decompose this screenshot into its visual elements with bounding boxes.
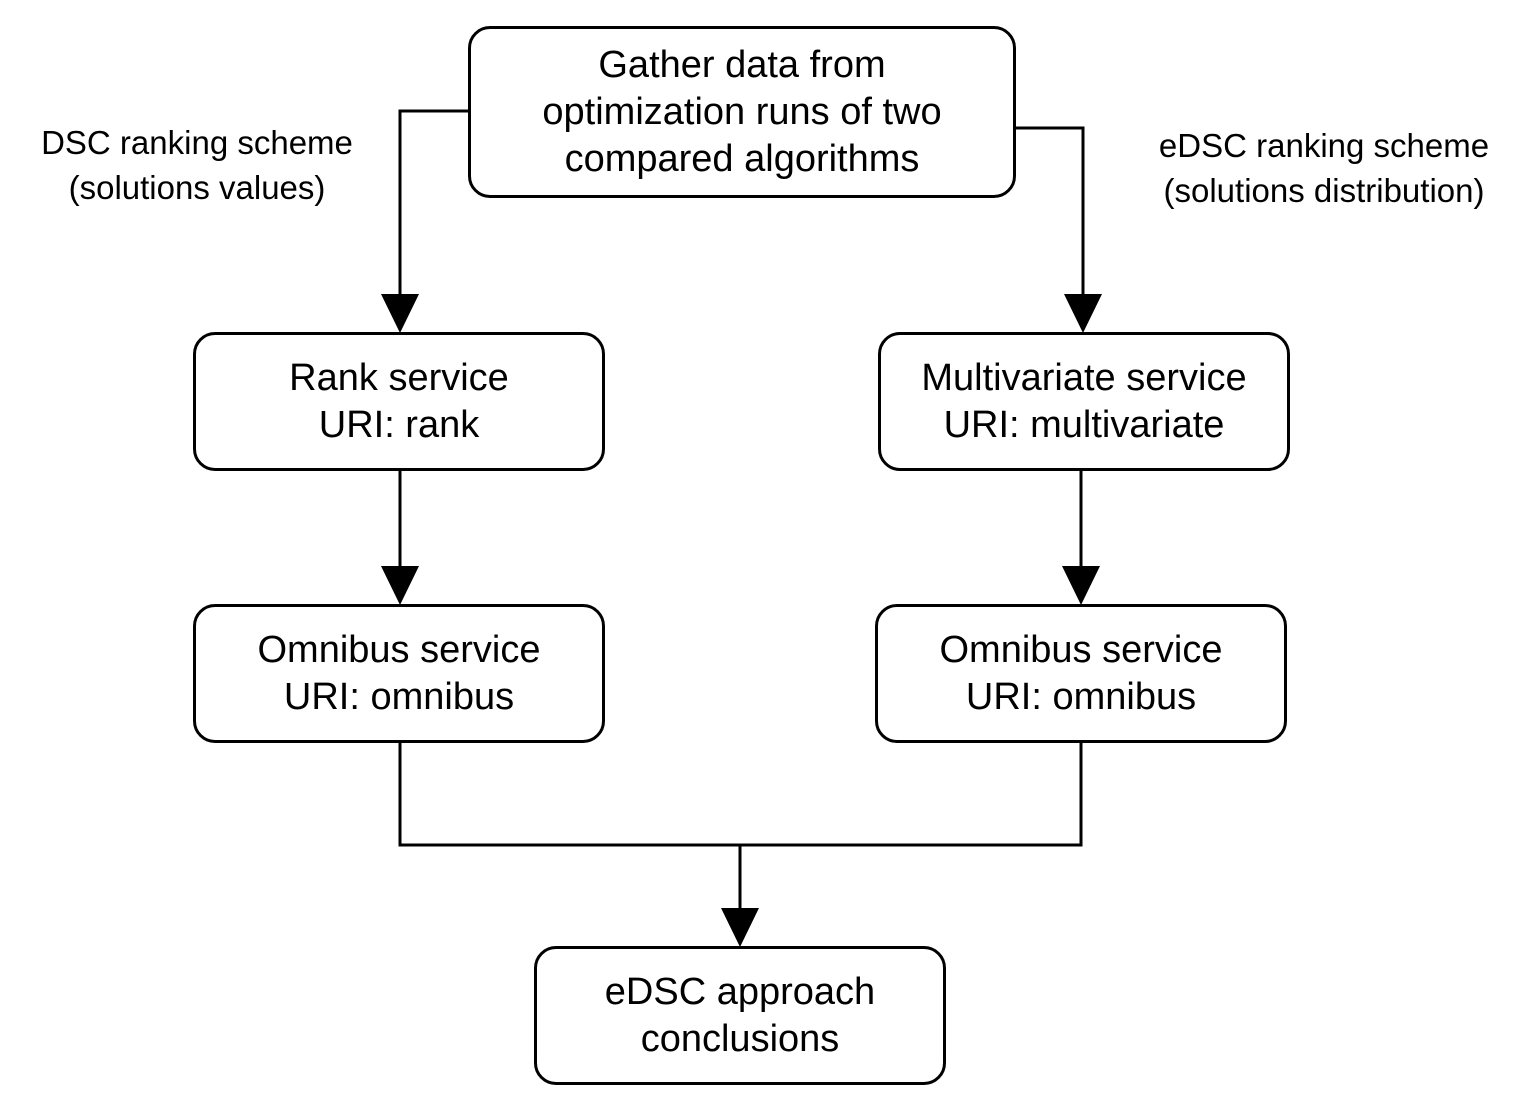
arrowhead-to-omnibus-left: [381, 566, 419, 605]
node-multivariate-service: Multivariate service URI: multivariate: [878, 332, 1290, 471]
arrowhead-to-omnibus-right: [1062, 566, 1100, 605]
node-text-line: URI: multivariate: [943, 403, 1225, 446]
arrowhead-to-rank: [381, 294, 419, 333]
arrowhead-to-multivariate: [1064, 294, 1102, 333]
edge-gather-to-multivariate: [1016, 126, 1085, 300]
edge-omnibus-left-to-merge: [398, 743, 740, 847]
edge-label-line: (solutions distribution): [1163, 172, 1485, 209]
node-text-line: URI: omnibus: [283, 675, 515, 718]
node-rank-service: Rank service URI: rank: [193, 332, 605, 471]
edge-label-edsc-ranking: eDSC ranking scheme (solutions distribut…: [1134, 123, 1514, 213]
node-text-line: Omnibus service: [939, 628, 1223, 671]
node-text-line: eDSC approach: [604, 970, 876, 1013]
node-text-line: Gather data from: [598, 43, 886, 86]
node-text-line: URI: rank: [318, 403, 480, 446]
edge-label-line: eDSC ranking scheme: [1158, 127, 1490, 164]
node-text-line: Multivariate service: [921, 356, 1247, 399]
node-text-line: optimization runs of two: [542, 90, 942, 133]
node-text-line: conclusions: [640, 1017, 840, 1060]
node-omnibus-service-left: Omnibus service URI: omnibus: [193, 604, 605, 743]
edge-label-dsc-ranking: DSC ranking scheme (solutions values): [18, 120, 376, 210]
edge-label-line: (solutions values): [68, 169, 326, 206]
node-omnibus-service-right: Omnibus service URI: omnibus: [875, 604, 1287, 743]
node-text-line: URI: omnibus: [965, 675, 1197, 718]
node-text-line: Rank service: [289, 356, 509, 399]
node-text-line: Omnibus service: [257, 628, 541, 671]
node-text-line: compared algorithms: [564, 137, 920, 180]
node-gather-data: Gather data from optimization runs of tw…: [468, 26, 1016, 198]
edge-omnibus-right-to-merge: [740, 743, 1083, 847]
node-edsc-conclusions: eDSC approach conclusions: [534, 946, 946, 1085]
edge-label-line: DSC ranking scheme: [41, 124, 353, 161]
arrowhead-to-conclusions: [721, 908, 759, 947]
edge-gather-to-rank: [398, 109, 468, 300]
